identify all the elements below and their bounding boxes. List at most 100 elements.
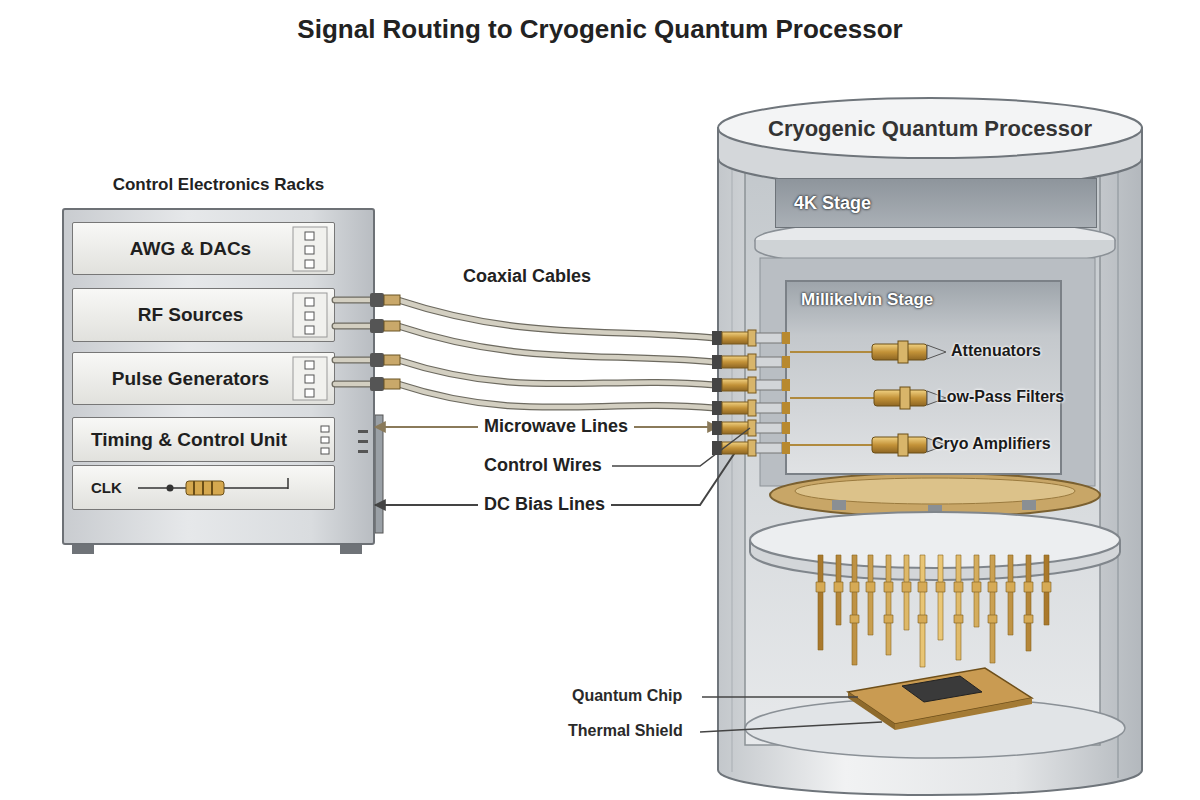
cable-core [335,360,785,385]
cryo-connectors [712,330,874,456]
panel-buttons [305,298,314,306]
diagram-title: Signal Routing to Cryogenic Quantum Proc… [0,14,1200,45]
cable-jacket [335,326,785,362]
connector [756,357,782,367]
connector [712,440,790,456]
connector [722,332,750,344]
node-label: Timing & Control Unit [91,429,287,451]
rack-ports [358,430,368,433]
clock-symbol [186,481,224,495]
coaxial-cable [335,300,785,338]
rack-ports [384,379,400,389]
connector [748,377,756,393]
connector [712,441,722,455]
cryostat-drawing [1117,160,1119,778]
clock-panel: CLK [72,465,335,510]
panel-buttons [305,389,314,397]
clock-symbol [167,485,174,492]
node-label: Millikelvin Stage [801,290,933,310]
connector [748,354,756,370]
rack-ports [370,353,384,367]
connector [782,379,790,391]
cryostat: Cryogenic Quantum Processor4K StageMilli… [718,96,1142,780]
filter-part [874,390,927,406]
connector [712,354,790,370]
cryostat-drawing [770,473,1100,517]
cryostat-drawing [902,676,982,702]
panel-buttons [305,260,314,268]
edge-label: DC Bias Lines [478,494,611,515]
cryostat-drawing [818,555,1049,667]
leader-line [702,696,858,698]
node-label: Control Electronics Racks [32,175,405,195]
node-label: Cryogenic Quantum Processor [718,116,1142,142]
attenuator-part [872,344,927,360]
connector [782,422,790,434]
cryostat-drawing [750,512,1120,568]
rack-ports [358,440,368,443]
attenuator-part [872,341,946,363]
connector [712,420,790,436]
connector [756,403,782,413]
part-label: Attenuators [951,342,1041,360]
connector [748,330,756,346]
rack-enclosure: Control Electronics RacksAWG & DACsRF So… [62,170,375,548]
leader-line [700,722,882,732]
connector [782,356,790,368]
connector [722,402,750,414]
panel-buttons [305,361,314,369]
connector [748,400,756,416]
panel-buttons [305,312,314,320]
cryostat-drawing [832,500,846,510]
panel-buttons [321,448,329,454]
cable-core [335,384,785,408]
connector [712,377,790,393]
connector [782,332,790,344]
clock-symbol [211,481,213,495]
connector [712,421,722,435]
rack-ports [384,295,400,305]
connector [722,379,750,391]
clock-symbol [138,478,288,495]
panel-buttons [305,375,314,383]
part-label: Low-Pass Filters [937,388,1064,406]
cable-label: Coaxial Cables [463,266,591,287]
panel-buttons [321,437,329,443]
node-label: Pulse Generators [112,368,269,390]
cryostat-drawing [718,98,1142,795]
connector [756,423,782,433]
panel-buttons [321,426,329,432]
connector [712,330,790,346]
part-label: Cryo Amplifiers [932,435,1051,453]
clock-symbol [202,481,204,495]
coaxial-cable [335,384,785,408]
amplifier-part [898,434,908,456]
rack-ports [384,355,400,365]
connector [712,378,722,392]
connector [712,331,722,345]
cryostat-drawing [760,258,1095,486]
rack-ports [384,321,400,331]
attenuator-part [898,341,908,363]
connector [782,402,790,414]
panel-buttons [305,326,314,334]
coaxial-cable [335,360,785,385]
node-label: AWG & DACs [130,238,251,260]
connector [782,442,790,454]
cryostat-drawing [1022,500,1036,510]
panel-buttons [293,227,329,454]
leader-line [700,697,882,732]
instrument-panel: Pulse Generators [72,352,335,405]
cryo-connectors [790,352,874,445]
panel-buttons [293,293,327,337]
connector [756,333,782,343]
part-label: Thermal Shield [568,722,683,740]
rack-ports [370,293,384,307]
rack-ports [370,319,384,333]
wire-label: Control Wires [484,455,602,476]
instrument-panel: Timing & Control Unit [72,417,335,462]
cryostat-drawing [718,150,1142,795]
clock-symbol [138,487,186,489]
